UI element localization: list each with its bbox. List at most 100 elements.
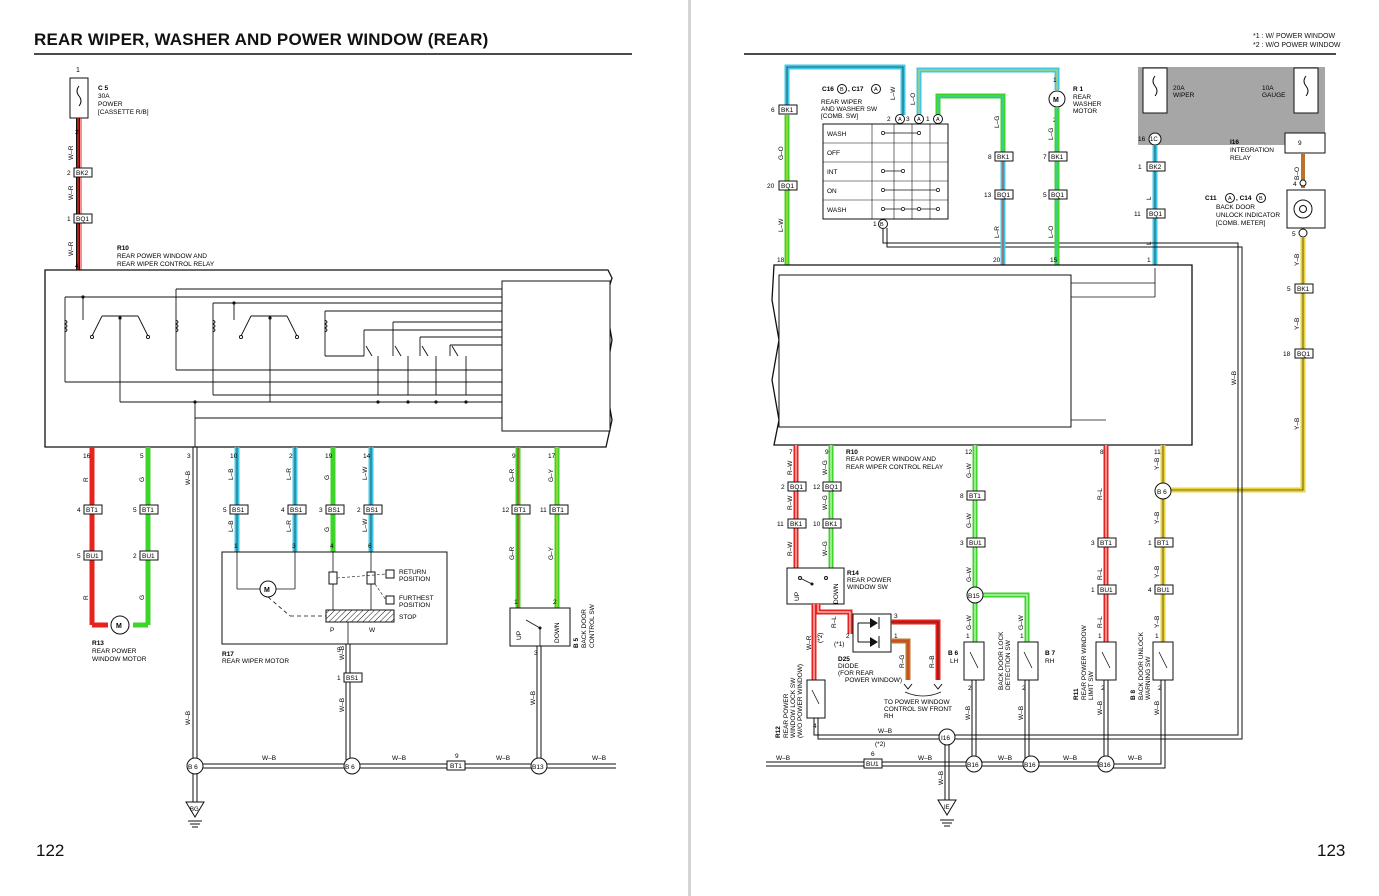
- svg-text:BACK DOOR: BACK DOOR: [581, 609, 588, 648]
- svg-text:W–B: W–B: [496, 755, 510, 762]
- wire-l-w: 14 L–W L–W: [362, 447, 374, 552]
- svg-text:M: M: [1053, 97, 1059, 104]
- svg-text:G–O: G–O: [778, 146, 785, 160]
- svg-text:DETECTION SW: DETECTION SW: [1005, 639, 1012, 690]
- svg-text:2: 2: [553, 599, 557, 606]
- svg-text:1: 1: [966, 633, 970, 640]
- wire-w-r-power: W–R W–R W–R: [68, 118, 82, 272]
- r10-label: REAR POWER WINDOW AND: [117, 253, 207, 260]
- svg-text:RH: RH: [1045, 658, 1055, 665]
- wire-l-b: 10 L–B L–B: [228, 447, 240, 552]
- svg-text:BK1: BK1: [825, 521, 838, 528]
- svg-text:REAR WIPER: REAR WIPER: [821, 99, 862, 106]
- svg-text:8: 8: [960, 493, 964, 500]
- b6-b7-lock-detection-sw: 1 2 1 2 B 6 LH B 7 RH BACK DOOR LOCK DET…: [948, 631, 1056, 760]
- svg-text:BT1: BT1: [969, 493, 981, 500]
- right-page: [691, 0, 1379, 896]
- svg-text:R–L: R–L: [1097, 616, 1104, 628]
- svg-text:B: B: [1259, 196, 1263, 202]
- svg-text:BU1: BU1: [969, 540, 982, 547]
- r17-wiper-motor: M RETURN POSITION FURTHEST POSITION STOP…: [221, 551, 448, 665]
- svg-text:P: P: [330, 627, 334, 634]
- svg-text:BU1: BU1: [1157, 587, 1170, 594]
- wire-l-o-motor: L–G L–O BK1 7 BQ1 5 15: [1043, 107, 1068, 268]
- svg-text:2: 2: [67, 170, 71, 177]
- svg-text:B 7: B 7: [1045, 650, 1056, 657]
- svg-text:BQ1: BQ1: [1149, 211, 1162, 218]
- svg-text:REAR POWER: REAR POWER: [847, 577, 892, 584]
- svg-text:6: 6: [771, 107, 775, 114]
- r13-motor: M R13 REAR POWER WINDOW MOTOR: [92, 615, 147, 663]
- svg-text:W–B: W–B: [392, 755, 406, 762]
- svg-text:BU1: BU1: [86, 553, 99, 560]
- svg-text:W–B: W–B: [262, 755, 276, 762]
- r12-lock-sw: 4 R12 REAR POWER WINDOW LOCK SW (W/O POW…: [775, 664, 940, 748]
- svg-text:(FOR REAR: (FOR REAR: [838, 670, 874, 677]
- fuse-block-gray: 20A WIPER 10A GAUGE 1C 16: [1138, 67, 1325, 146]
- svg-text:G–Y: G–Y: [548, 546, 555, 560]
- svg-text:UP: UP: [516, 631, 523, 640]
- svg-text:R10: R10: [846, 449, 858, 456]
- svg-text:1: 1: [1138, 164, 1142, 171]
- svg-text:BK1: BK1: [1297, 286, 1310, 293]
- svg-text:, C17: , C17: [848, 86, 864, 93]
- svg-text:2: 2: [887, 116, 891, 123]
- svg-text:7: 7: [1043, 154, 1047, 161]
- svg-text:REAR POWER WINDOW: REAR POWER WINDOW: [1081, 624, 1088, 700]
- svg-text:2: 2: [1101, 685, 1105, 692]
- svg-text:WIPER: WIPER: [1173, 92, 1195, 99]
- svg-text:BACK DOOR LOCK: BACK DOOR LOCK: [998, 631, 1005, 690]
- svg-text:1: 1: [1155, 633, 1159, 640]
- r10-coils: [63, 315, 459, 357]
- svg-text:R–L: R–L: [1097, 568, 1104, 580]
- footnote-1: *1 : W/ POWER WINDOW: [1253, 33, 1336, 40]
- svg-text:12: 12: [965, 449, 973, 456]
- r10-relay-box-right: R10 REAR POWER WINDOW AND REAR WIPER CON…: [771, 264, 1193, 471]
- footnote-2: *2 : W/O POWER WINDOW: [1253, 42, 1341, 49]
- svg-text:ON: ON: [827, 188, 837, 195]
- svg-text:1: 1: [234, 543, 238, 550]
- svg-text:W–B: W–B: [878, 728, 892, 735]
- svg-text:BQ1: BQ1: [1051, 192, 1064, 199]
- r10-label2: REAR WIPER CONTROL RELAY: [117, 261, 215, 268]
- svg-text:REAR POWER: REAR POWER: [783, 693, 790, 738]
- svg-text:TO POWER WINDOW: TO POWER WINDOW: [884, 699, 950, 706]
- svg-text:W–B: W–B: [1231, 371, 1238, 385]
- svg-text:B–O: B–O: [1294, 167, 1301, 180]
- svg-text:3: 3: [906, 116, 910, 123]
- svg-text:W–B: W–B: [1018, 706, 1025, 720]
- svg-text:L–W: L–W: [778, 218, 785, 232]
- svg-text:DOWN: DOWN: [554, 622, 561, 643]
- svg-text:16: 16: [83, 453, 91, 460]
- svg-text:L–W: L–W: [362, 466, 369, 480]
- page-divider: [688, 0, 691, 896]
- svg-text:A: A: [898, 117, 902, 123]
- svg-text:1: 1: [1020, 633, 1024, 640]
- svg-text:BS1: BS1: [290, 507, 303, 514]
- svg-text:5: 5: [77, 553, 81, 560]
- wire-r-b-front: R–G R–B TO POWER WINDOW CONTROL SW FRONT…: [884, 619, 952, 720]
- svg-text:9: 9: [512, 453, 516, 460]
- svg-text:R17: R17: [222, 651, 234, 658]
- svg-text:I16: I16: [941, 735, 950, 742]
- svg-text:Y–B: Y–B: [1154, 566, 1161, 578]
- svg-text:2: 2: [1158, 685, 1162, 692]
- ground-bus-left: B 6 B 6 B13 BT1 9 W–B W–B W–B W–B BG: [185, 753, 616, 828]
- svg-text:G: G: [324, 475, 331, 480]
- svg-text:5: 5: [337, 647, 341, 654]
- connectors-bt1-b5: BT1 12 BT1 11: [502, 504, 569, 515]
- svg-text:BK2: BK2: [1149, 164, 1162, 171]
- svg-text:5: 5: [1043, 192, 1047, 199]
- svg-text:(*1): (*1): [834, 641, 844, 648]
- wire-l-r: 2 L–R L–R: [286, 447, 298, 552]
- svg-text:10: 10: [813, 521, 821, 528]
- svg-text:2: 2: [968, 685, 972, 692]
- svg-text:MOTOR: MOTOR: [1073, 108, 1097, 115]
- page-number-right: 123: [1317, 841, 1346, 860]
- svg-text:C16: C16: [822, 86, 834, 93]
- svg-text:BT1: BT1: [142, 507, 154, 514]
- c5-name: C 5: [98, 85, 109, 92]
- svg-text:2: 2: [133, 553, 137, 560]
- svg-text:W–B: W–B: [1097, 701, 1104, 715]
